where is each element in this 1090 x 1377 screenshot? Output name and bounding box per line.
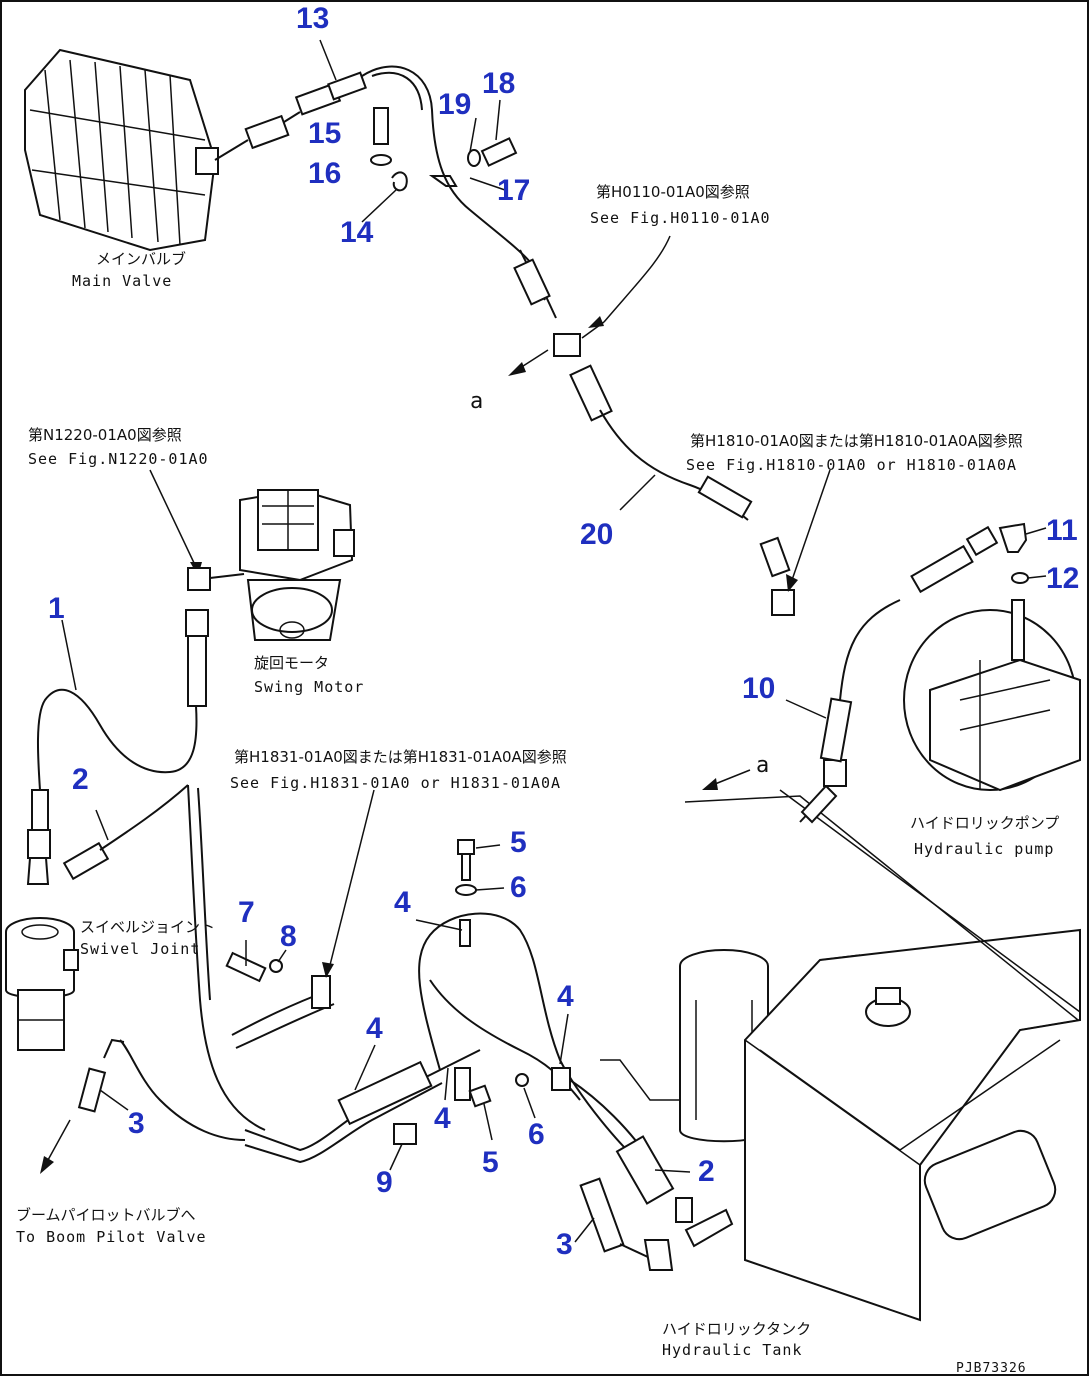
item-number-9: 9 (376, 1166, 393, 1199)
item-number-16: 16 (308, 157, 341, 190)
item-number-13: 13 (296, 2, 329, 35)
ref-h1831-label-jp: 第H1831-01A0図または第H1831-01A0A図参照 (234, 748, 567, 766)
main-valve-drawing (24, 48, 219, 252)
item-number-17: 17 (497, 174, 530, 207)
item-number-7: 7 (238, 896, 255, 929)
item-number-3-left: 3 (128, 1107, 145, 1140)
swing-motor-label-en: Swing Motor (254, 678, 364, 696)
item-number-6-upper: 6 (510, 871, 527, 904)
clamp-bundle (225, 789, 375, 1049)
item-number-4-right: 4 (557, 980, 574, 1013)
hose-3-left (40, 1038, 246, 1174)
main-valve-label-en: Main Valve (72, 272, 172, 290)
item-number-18: 18 (482, 67, 515, 100)
hose-routing-4 (244, 912, 661, 1181)
ref-n1220-label-en: See Fig.N1220-01A0 (28, 450, 209, 468)
swivel-joint-label-jp: スイベルジョイント (80, 918, 215, 936)
ref-h0110-label-en: See Fig.H0110-01A0 (590, 209, 771, 227)
item-number-4-left: 4 (366, 1012, 383, 1045)
hose-10 (799, 522, 1029, 824)
hydraulic-pump-drawing (903, 599, 1081, 792)
ref-n1220-label-jp: 第N1220-01A0図参照 (28, 426, 182, 444)
item-number-4-middle: 4 (434, 1102, 451, 1135)
main-valve-label-jp: メインバルブ (96, 250, 186, 268)
hydraulic-pump-label-jp: ハイドロリックポンプ (910, 814, 1059, 832)
item-number-19: 19 (438, 88, 471, 121)
tee-fitting (553, 333, 581, 357)
hydraulic-tank-label-jp: ハイドロリックタンク (662, 1320, 811, 1338)
item-number-12: 12 (1046, 562, 1079, 595)
item-number-4-top: 4 (394, 886, 411, 919)
hose-1 (26, 469, 245, 885)
hose-13 (361, 65, 531, 263)
item-number-10: 10 (742, 672, 775, 705)
ref-h1831-label-en: See Fig.H1831-01A0 or H1831-01A0A (230, 774, 561, 792)
bolts-5-6 (455, 839, 571, 1108)
item-number-6-lower: 6 (528, 1118, 545, 1151)
ref-h1810-label-jp: 第H1810-01A0図または第H1810-01A0A図参照 (690, 432, 1023, 450)
hose-20 (569, 364, 831, 616)
swing-motor-label-jp: 旋回モータ (254, 654, 329, 672)
ref-h0110-label-jp: 第H0110-01A0図参照 (596, 183, 750, 201)
hydraulic-pump-label-en: Hydraulic pump (914, 840, 1054, 858)
item-number-5-upper: 5 (510, 826, 527, 859)
item-number-8: 8 (280, 920, 297, 953)
swing-motor-drawing (239, 488, 355, 641)
item-number-14: 14 (340, 216, 374, 249)
hose-3-middle (579, 1177, 674, 1271)
ref-h1810-label-en: See Fig.H1810-01A0 or H1810-01A0A (686, 456, 1017, 474)
item-number-1: 1 (48, 592, 65, 625)
item-number-2-lower: 2 (698, 1155, 715, 1188)
item-number-20: 20 (580, 518, 613, 551)
item-number-15: 15 (308, 117, 341, 150)
item-number-3-lower: 3 (556, 1228, 573, 1261)
boom-pilot-label-en: To Boom Pilot Valve (16, 1228, 207, 1246)
clamp-parts (370, 107, 518, 192)
marker-a-top: a (470, 389, 484, 414)
item-number-5-lower: 5 (482, 1146, 499, 1179)
hydraulic-tank-label-en: Hydraulic Tank (662, 1341, 802, 1359)
item-number-2-upper: 2 (72, 763, 89, 796)
swivel-joint-label-en: Swivel Joint (80, 940, 200, 958)
pipe-a-route (684, 769, 1081, 1021)
leader-lines (61, 39, 1047, 1243)
main-valve-fittings (214, 71, 367, 161)
drawing-code: PJB73326 (956, 1361, 1027, 1376)
swivel-joint-drawing (5, 917, 79, 1051)
boom-pilot-label-jp: ブームパイロットバルブへ (16, 1206, 196, 1224)
hose-2-upper (62, 784, 266, 1131)
marker-a-bottom: a (756, 753, 770, 778)
item-number-11: 11 (1046, 514, 1078, 547)
hydraulic-tank-drawing (744, 928, 1081, 1322)
